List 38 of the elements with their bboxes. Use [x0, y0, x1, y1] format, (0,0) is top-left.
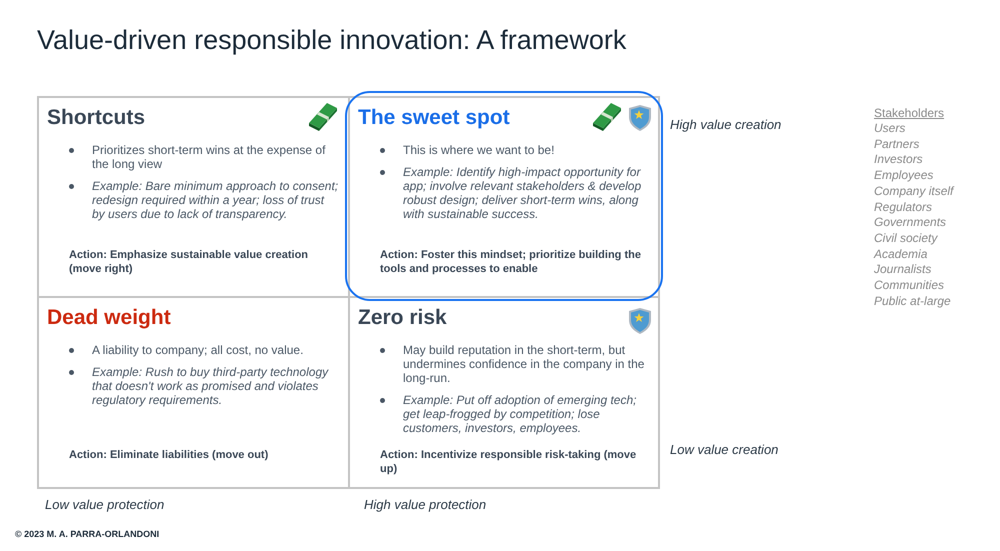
axis-label: Low value protection	[45, 497, 164, 513]
quadrant-box	[348, 296, 660, 489]
stakeholder-item: Civil society	[874, 230, 938, 245]
stakeholder-item: Employees	[874, 168, 934, 182]
quadrant-heading: The sweet spot	[358, 105, 510, 131]
action-text: Action: Eliminate liabilities (move out)	[69, 448, 270, 462]
bullet-text: Example: Put off adoption of emerging tech; get leap-frogged by competition; lose customers, investors, employees.	[403, 393, 638, 435]
stakeholder-item: Users	[874, 121, 906, 135]
stakeholder-item: Partners	[874, 136, 920, 151]
stakeholder-item: Academia	[874, 246, 928, 261]
quadrant-box	[37, 296, 350, 489]
stakeholder-item: Investors	[874, 152, 923, 166]
stakeholder-item: Regulators	[874, 200, 932, 214]
axis-label: Low value creation	[670, 442, 778, 458]
bullet-text: A liability to company; all cost, no value.	[92, 343, 304, 357]
copyright-note: © 2023 M. A. PARRA-ORLANDONI	[15, 529, 160, 540]
stakeholder-item: Public at-large	[874, 294, 951, 308]
axis-label: High value protection	[364, 497, 486, 513]
quadrant-heading: Shortcuts	[47, 105, 146, 131]
stakeholder-heading: Stakeholders	[874, 106, 944, 120]
diagram-title: Value-driven responsible innovation: A framework	[37, 24, 626, 56]
bullet-text: This is where we want to be!	[403, 143, 556, 157]
quadrant-heading: Zero risk	[358, 305, 447, 331]
axis-label: High value creation	[670, 117, 782, 133]
action-text: Action: Emphasize sustainable value creation (move right)	[69, 248, 310, 276]
action-text: Action: Foster this mindset; prioritize building the tools and processes to enable	[380, 248, 642, 276]
bullet-text: Example: Identify high-impact opportunity for app; involve relevant stakeholders & develop robust design; deliver short-term wins, along with sustainable success.	[403, 165, 642, 221]
quadrant-heading: Dead weight	[47, 305, 171, 331]
bullet-text: May build reputation in the short-term, but undermines confidence in the company in the long-run.	[403, 343, 646, 385]
stakeholder-item: Governments	[874, 215, 946, 230]
stakeholder-item: Journalists	[874, 262, 932, 276]
bullet-text: Prioritizes short-term wins at the expense of the long view	[92, 143, 326, 171]
stakeholder-item: Communities	[874, 278, 944, 292]
quadrant-box	[37, 96, 350, 298]
stakeholder-item: Company itself	[874, 184, 954, 198]
action-text: Action: Incentivize responsible risk-taking (move up)	[380, 448, 638, 476]
bullet-text: Example: Bare minimum approach to consent; redesign required within a year; loss of trust by users due to lack of transparency.	[92, 179, 339, 221]
bullet-text: Example: Rush to buy third-party technology that doesn't work as promised and violates regulatory requirements.	[92, 365, 330, 407]
